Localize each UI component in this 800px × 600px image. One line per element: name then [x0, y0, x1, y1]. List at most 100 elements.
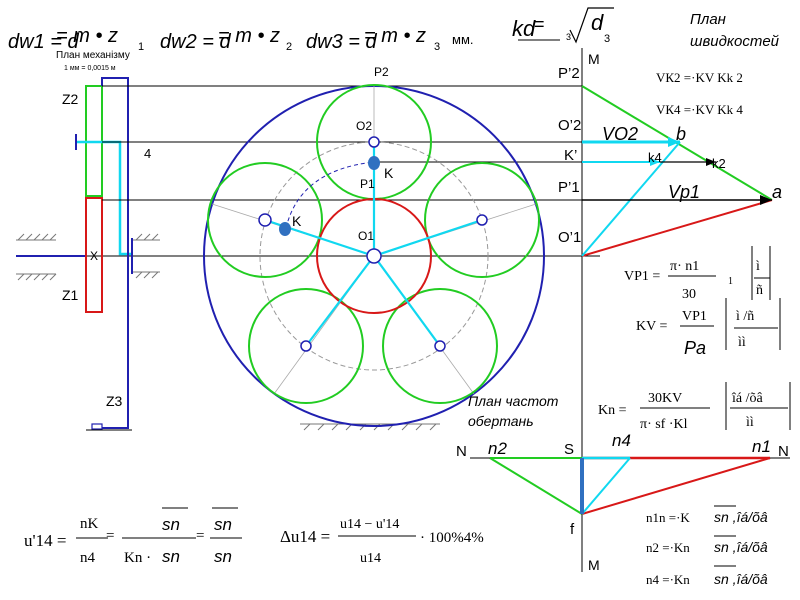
svg-text:=: = [106, 528, 114, 544]
du-lhs: Δu14 = [280, 527, 330, 546]
m-z3-formula: = m • z [364, 25, 426, 47]
n4n-formula: n4 =·Kn [646, 572, 690, 587]
bottom-formulas: u'14 = nK n4 = Kn · sn sn = sn sn Δu14 =… [24, 505, 768, 587]
svg-text:3: 3 [566, 32, 571, 42]
shaft-x-label: X [90, 249, 98, 263]
vp1-lhs: VP1 = [624, 269, 660, 284]
u14-sn-top: sn [162, 515, 180, 534]
top-formulas: dw1 = d = m • z 1 dw2 = d = m • z 2 dw3 … [8, 25, 474, 53]
kv-lhs: KV = [636, 319, 667, 334]
u14-sn-bottom: sn [162, 547, 180, 566]
point-k-top [368, 156, 380, 170]
n1-ray [581, 457, 771, 515]
kd-formula: kd = d 3 3 [512, 7, 614, 45]
one-label: 1 [728, 276, 733, 287]
n4-ray [581, 457, 631, 515]
speed-plan: План швидкостей M VК2 =·KV Kk 2 VК4 =·KV… [558, 11, 782, 572]
kv-numerator: VP1 [682, 309, 707, 324]
planet-gear-bottom-right [382, 288, 498, 404]
n-left-label: N [456, 443, 467, 460]
vk4-formula: VК4 =·KV Kk 4 [656, 102, 743, 117]
b-label: b [676, 124, 686, 144]
freq-title-2: обертань [468, 413, 534, 429]
z3-label: Z3 [106, 393, 123, 409]
dw1-formula: dw1 = d [8, 31, 79, 53]
n2-label: n2 [488, 439, 507, 458]
vp1-unit: ì [756, 259, 760, 274]
a-label: a [772, 182, 782, 202]
o2-label: O2 [356, 119, 372, 133]
kd-equals: = [534, 14, 545, 34]
s-label: S [564, 441, 574, 458]
u14-lhs: u'14 = [24, 531, 66, 550]
u14-numerator: nK [80, 516, 99, 532]
carrier-link [76, 140, 132, 256]
mechanism-title: План механізму [56, 50, 130, 61]
svg-text:=: = [196, 528, 204, 544]
mm-unit: мм. [452, 32, 474, 47]
k2-label: k2 [712, 156, 726, 171]
p2-label: P2 [374, 65, 389, 79]
du-denominator: u14 [360, 551, 381, 566]
m-bottom-label: M [588, 557, 600, 573]
vp1-label: Vp1 [668, 182, 700, 202]
k-left-label: K [292, 213, 302, 229]
n4-label: n4 [612, 431, 631, 450]
p1-speed-label: P’1 [558, 179, 580, 196]
kd-d: d [591, 10, 604, 35]
speed-plan-title-1: План [690, 11, 726, 28]
m-top-label: M [588, 51, 600, 67]
vo2-label: VO2 [602, 124, 638, 144]
du-tail: · 100%4% [420, 530, 484, 546]
ground-hatching-left [16, 233, 57, 281]
velocity-line-sun [581, 199, 773, 257]
kn-numerator: 30KV [648, 391, 682, 406]
mechanism-plan: План механізму 1 мм = 0,0015 м X Z2 Z1 4… [16, 50, 600, 431]
kv-denominator: Pa [684, 338, 706, 358]
du-numerator: u14 − u'14 [340, 517, 399, 532]
u14-denominator: n4 [80, 550, 96, 566]
n1n-formula: n1n =·K [646, 510, 690, 525]
freq-title-1: План частот [468, 393, 559, 409]
planet-gear-left [207, 162, 323, 278]
k-top-label: K [384, 165, 394, 181]
kd-d-subscript: 3 [604, 33, 610, 45]
m-z1-formula: = m • z [56, 25, 118, 47]
speed-formulas: VP1 = π· n1 30 1 ì ñ KV = VP1 Pa ì /ñ ìì [624, 246, 781, 358]
k-speed-label: K’ [564, 147, 577, 164]
svg-text:sn: sn [214, 547, 232, 566]
z3-subscript: 3 [434, 41, 440, 53]
frequency-plan: План частот обертань Kn = 30KV π· sf ·Kl… [456, 382, 791, 573]
mechanism-scale: 1 мм = 0,0015 м [64, 65, 116, 72]
svg-text:sn ,îá/õâ: sn ,îá/õâ [714, 571, 768, 587]
n1-label: n1 [752, 437, 771, 456]
speed-plan-title-2: швидкостей [690, 33, 780, 50]
vp1-numerator: π· n1 [670, 259, 699, 274]
gear-z1-rect [85, 197, 103, 313]
dw2-formula: dw2 = d [160, 31, 231, 53]
vk2-formula: VК2 =·KV Kk 2 [656, 70, 743, 85]
p1-label: P1 [360, 177, 375, 191]
svg-text:sn: sn [214, 515, 232, 534]
planet-gear-bottom-left [248, 288, 364, 404]
f-label: f [570, 521, 575, 538]
z1-label: Z1 [62, 287, 79, 303]
vp1-denominator: 30 [682, 287, 696, 302]
n2-ray [489, 457, 583, 515]
ring-housing [101, 77, 129, 429]
velocity-line-carrier [581, 141, 681, 257]
kd-label: kd [512, 16, 536, 41]
kv-unit-den: ìì [738, 335, 746, 350]
k4-label: k4 [648, 150, 662, 165]
z2-subscript: 2 [286, 41, 292, 53]
n2n-formula: n2 =·Kn [646, 540, 690, 555]
projection-lines [102, 85, 582, 201]
n-right-label: N [778, 443, 789, 460]
kn-unit: îá /õâ [731, 391, 763, 406]
o2-speed-label: O’2 [558, 117, 581, 134]
planet-gear-right [424, 162, 540, 278]
u14-kn: Kn · [124, 550, 151, 566]
point-k-left [279, 222, 291, 236]
o1-label: O1 [358, 229, 374, 243]
